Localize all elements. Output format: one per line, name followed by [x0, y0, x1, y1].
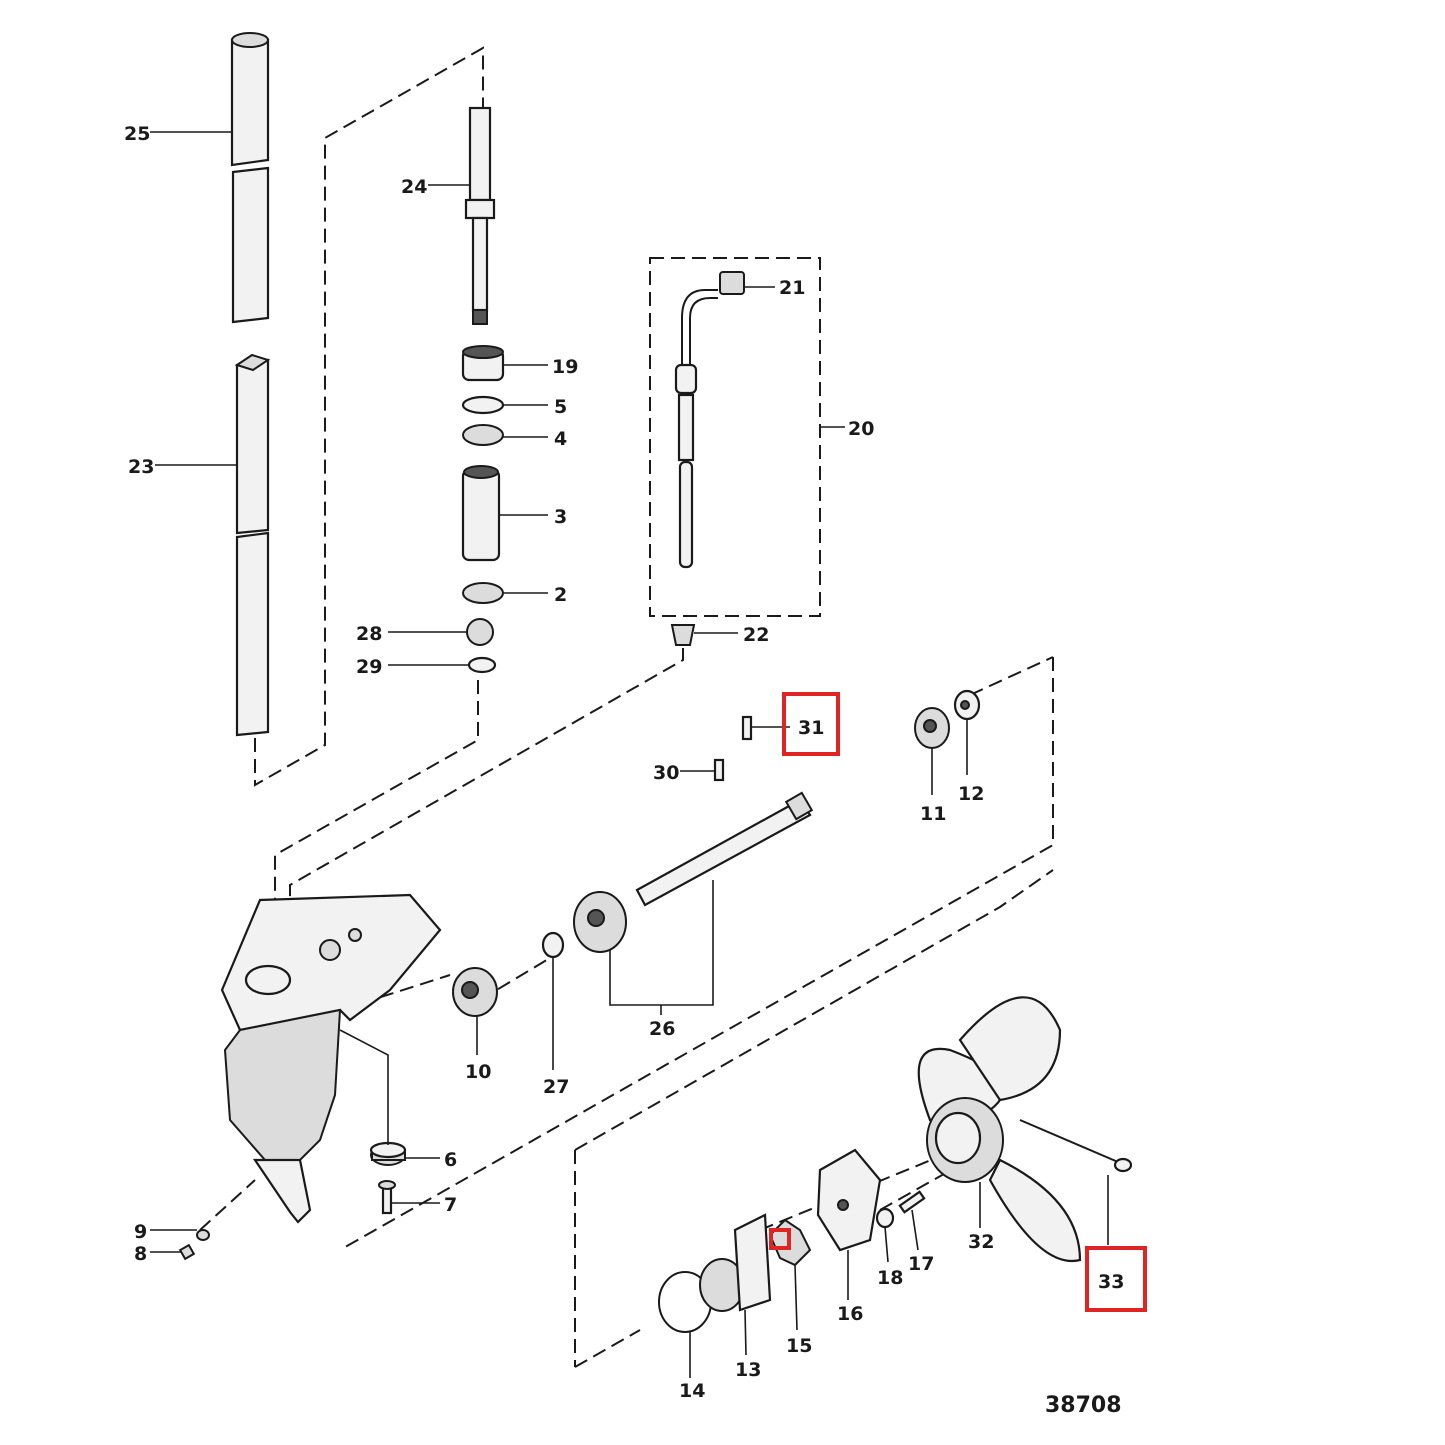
callout-9: 9: [134, 1221, 147, 1243]
callout-29: 29: [356, 656, 382, 678]
callout-21: 21: [779, 277, 805, 299]
callout-13: 13: [735, 1359, 761, 1381]
callout-7: 7: [444, 1194, 457, 1216]
callout-10: 10: [465, 1061, 491, 1083]
gear-shaft-parts: [452, 689, 981, 1017]
callout-27: 27: [543, 1076, 569, 1098]
callout-28: 28: [356, 623, 382, 645]
highlight-box-31: [782, 692, 840, 756]
callout-19: 19: [552, 356, 578, 378]
leader-lines: [150, 131, 1109, 1378]
highlight-box-33: [1085, 1246, 1147, 1312]
callout-18: 18: [877, 1267, 903, 1289]
callout-8: 8: [134, 1243, 147, 1265]
callout-31: 31: [798, 717, 824, 739]
callout-33: 33: [1098, 1271, 1124, 1293]
callout-16: 16: [837, 1303, 863, 1325]
callout-6: 6: [444, 1149, 457, 1171]
callout-11: 11: [920, 803, 946, 825]
callout-25: 25: [124, 123, 150, 145]
callout-5: 5: [554, 396, 567, 418]
callout-26: 26: [649, 1018, 675, 1040]
callout-4: 4: [554, 428, 567, 450]
dashed-frames: [199, 46, 1054, 1368]
water-pump-and-propeller: [658, 996, 1133, 1333]
callout-22: 22: [743, 624, 769, 646]
callout-20: 20: [848, 418, 874, 440]
driveshaft-housing-parts: [230, 32, 271, 737]
callout-15: 15: [786, 1335, 812, 1357]
shift-rod-assembly: [670, 271, 745, 646]
callout-24: 24: [401, 176, 427, 198]
callout-3: 3: [554, 506, 567, 528]
callout-32: 32: [968, 1231, 994, 1253]
callout-labels: 25 24 23 21 20 19 5 4 3 2 28 29 22 31 30…: [124, 123, 1124, 1402]
callout-2: 2: [554, 584, 567, 606]
callout-30: 30: [653, 762, 679, 784]
figure-number: 38708: [1045, 1393, 1122, 1418]
highlight-box-impeller-key: [769, 1228, 791, 1250]
callout-17: 17: [908, 1253, 934, 1275]
callout-14: 14: [679, 1380, 705, 1402]
driveshaft-stack: [461, 106, 505, 674]
callout-12: 12: [958, 783, 984, 805]
callout-23: 23: [128, 456, 154, 478]
gearcase-housing: [220, 893, 442, 1224]
highlight-boxes: [769, 692, 1147, 1312]
